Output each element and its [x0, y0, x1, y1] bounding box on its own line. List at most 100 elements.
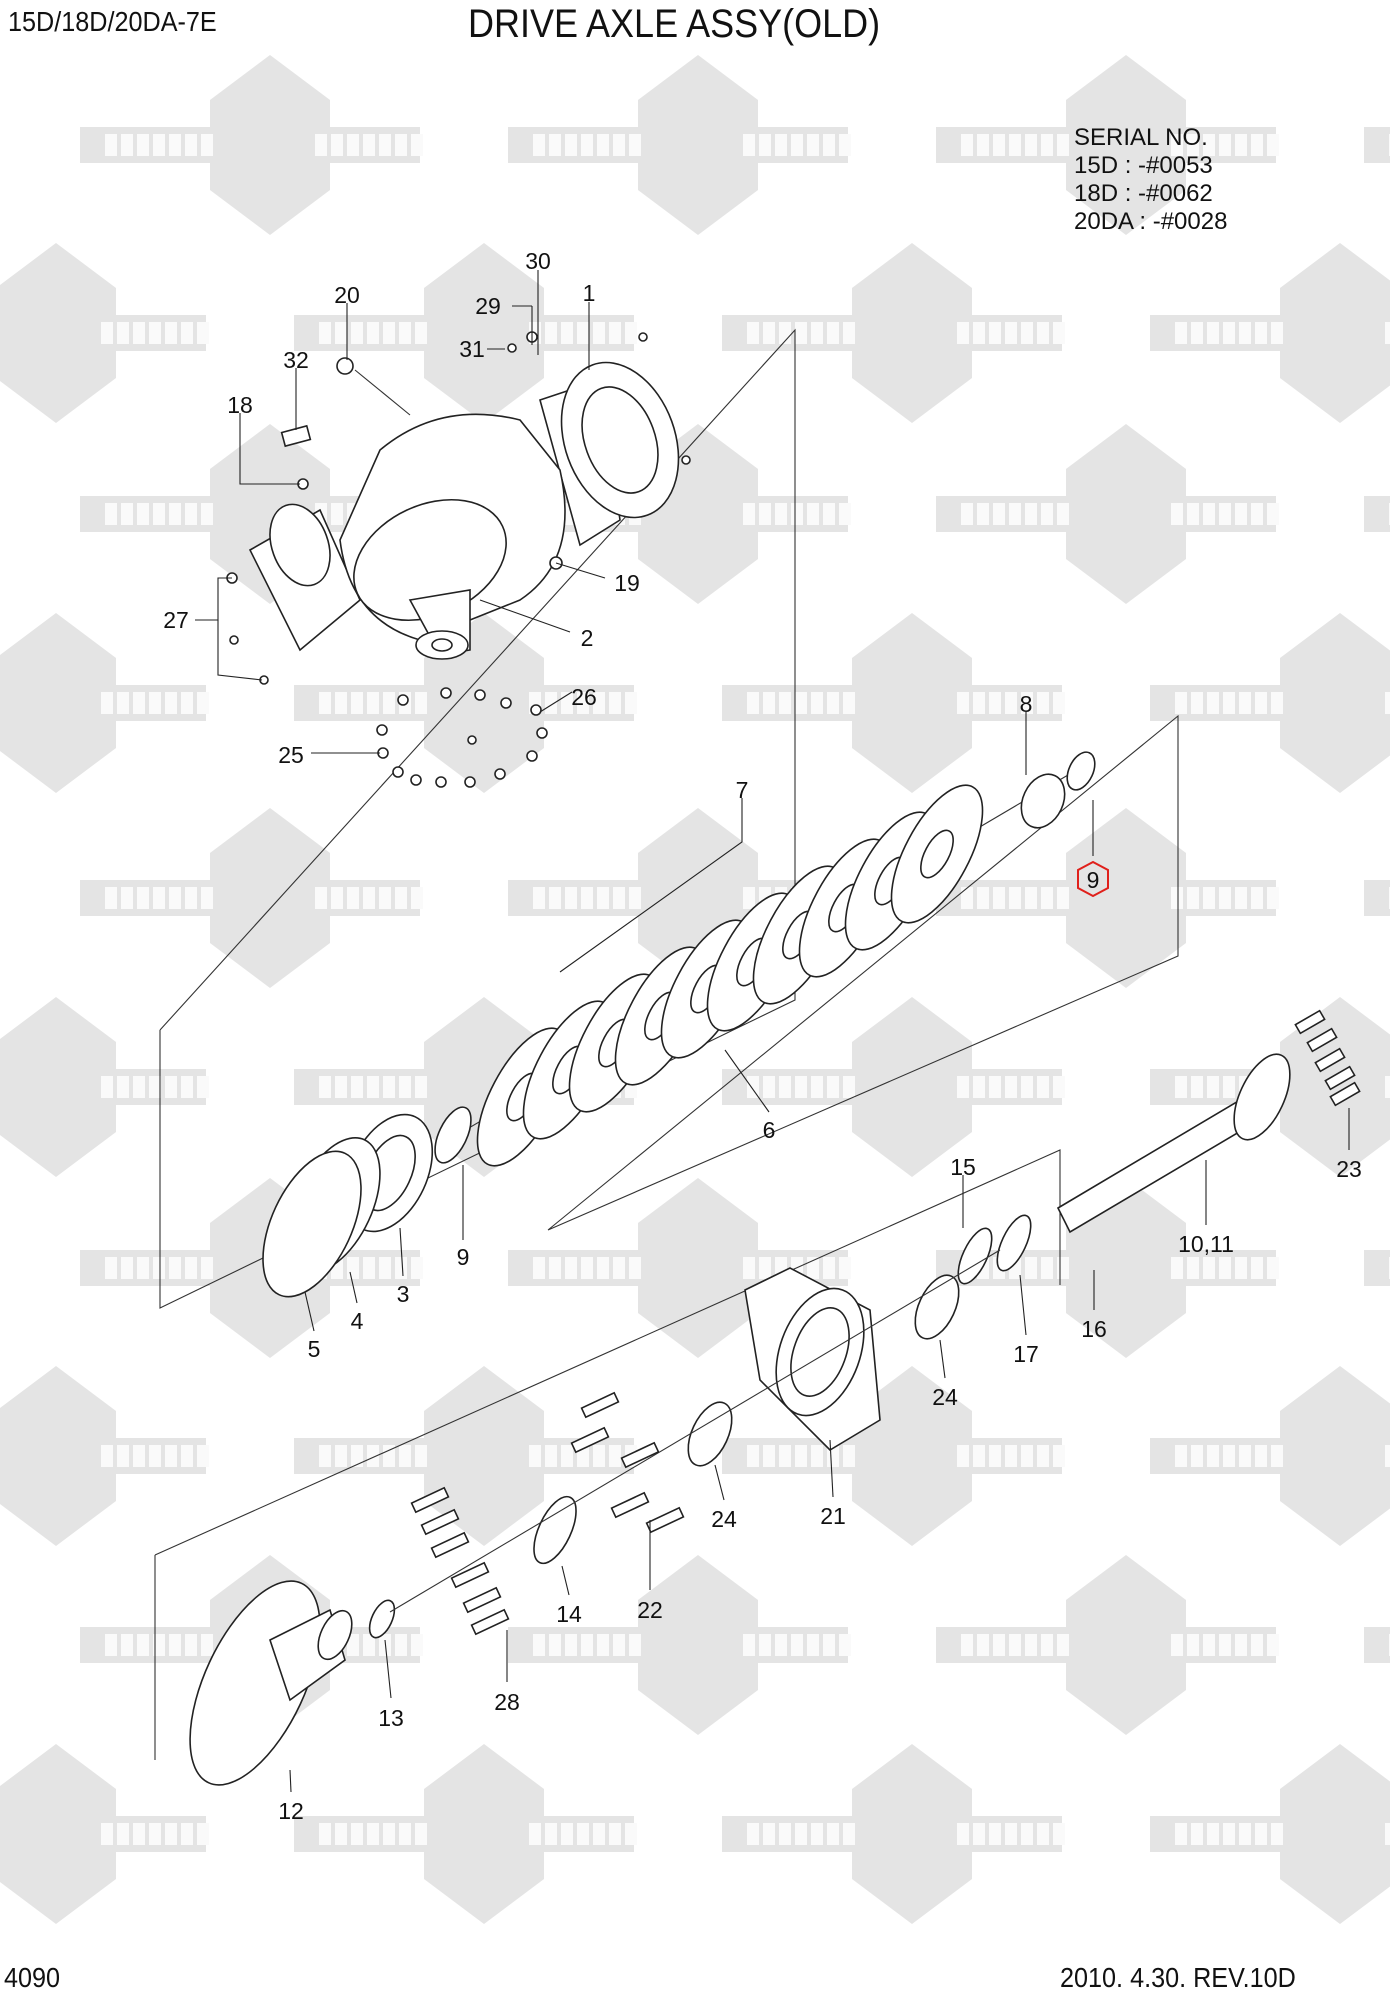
- watermark-glyph: [1219, 1257, 1231, 1279]
- callout-8[interactable]: 8: [1020, 691, 1033, 717]
- watermark-glyph: [759, 134, 771, 156]
- watermark-glyph: [1191, 1445, 1203, 1467]
- callout-5[interactable]: 5: [308, 1336, 321, 1362]
- callout-20[interactable]: 20: [334, 282, 360, 308]
- watermark-glyph: [545, 1445, 557, 1467]
- watermark-glyph: [1255, 322, 1267, 344]
- watermark-glyph: [625, 1823, 637, 1845]
- watermark-glyph: [121, 1257, 133, 1279]
- watermark-glyph: [823, 1257, 835, 1279]
- watermark-glyph: [1255, 1823, 1267, 1845]
- watermark-glyph: [807, 134, 819, 156]
- watermark-glyph: [629, 134, 641, 156]
- callout-12[interactable]: 12: [278, 1798, 304, 1824]
- callout-29[interactable]: 29: [475, 293, 501, 319]
- callout-16[interactable]: 16: [1081, 1316, 1107, 1342]
- callout-4[interactable]: 4: [351, 1308, 364, 1334]
- watermark-glyph: [383, 1823, 395, 1845]
- callout-26[interactable]: 26: [571, 684, 597, 710]
- watermark-glyph: [839, 503, 851, 525]
- watermark-glyph: [811, 1076, 823, 1098]
- callout-24b[interactable]: 24: [711, 1506, 737, 1532]
- bolt: [645, 1506, 685, 1534]
- watermark-glyph: [827, 1076, 839, 1098]
- watermark-glyph: [747, 1076, 759, 1098]
- watermark-glyph: [153, 1257, 165, 1279]
- callout-24[interactable]: 24: [932, 1384, 958, 1410]
- watermark-glyph: [165, 1445, 177, 1467]
- watermark-glyph: [629, 1257, 641, 1279]
- watermark-glyph: [977, 134, 989, 156]
- watermark-glyph: [823, 503, 835, 525]
- watermark-glyph: [961, 134, 973, 156]
- callout-1[interactable]: 1: [583, 280, 596, 306]
- callout-9[interactable]: 9: [457, 1244, 470, 1270]
- watermark-glyph: [577, 1823, 589, 1845]
- callout-7[interactable]: 7: [736, 777, 749, 803]
- callout-2[interactable]: 2: [581, 625, 594, 651]
- callout-14[interactable]: 14: [556, 1601, 582, 1627]
- watermark-glyph: [977, 887, 989, 909]
- watermark-glyph: [629, 887, 641, 909]
- watermark-glyph: [743, 1257, 755, 1279]
- watermark-glyph: [1271, 1823, 1283, 1845]
- callout-21[interactable]: 21: [820, 1503, 846, 1529]
- watermark-glyph: [843, 1445, 855, 1467]
- watermark-glyph: [105, 134, 117, 156]
- watermark-glyph: [1207, 1823, 1219, 1845]
- watermark-glyph: [843, 692, 855, 714]
- callout-9-highlighted[interactable]: 9: [1087, 867, 1100, 893]
- watermark-glyph: [1037, 322, 1049, 344]
- callout-31[interactable]: 31: [459, 336, 485, 362]
- callout-22[interactable]: 22: [637, 1597, 663, 1623]
- watermark-glyph: [319, 1823, 331, 1845]
- watermark-glyph: [137, 887, 149, 909]
- bolt: [620, 1441, 660, 1469]
- callout-27[interactable]: 27: [163, 607, 189, 633]
- watermark-glyph: [1175, 322, 1187, 344]
- watermark-glyph: [1219, 1634, 1231, 1656]
- watermark-glyph: [185, 1634, 197, 1656]
- watermark-glyph: [1057, 1257, 1069, 1279]
- callout-28[interactable]: 28: [494, 1689, 520, 1715]
- callout-15[interactable]: 15: [950, 1154, 976, 1180]
- watermark-glyph: [961, 503, 973, 525]
- callout-10-11[interactable]: 10,11: [1178, 1231, 1234, 1257]
- callout-17[interactable]: 17: [1013, 1341, 1039, 1367]
- watermark-glyph: [597, 887, 609, 909]
- watermark-glyph: [973, 692, 985, 714]
- watermark-glyph: [133, 322, 145, 344]
- callout-25[interactable]: 25: [278, 742, 304, 768]
- callout-6[interactable]: 6: [763, 1117, 776, 1143]
- callout-30[interactable]: 30: [525, 248, 551, 274]
- watermark-glyph: [597, 134, 609, 156]
- watermark-glyph: [121, 134, 133, 156]
- watermark-glyph: [181, 322, 193, 344]
- watermark-glyph: [1057, 134, 1069, 156]
- watermark-glyph: [351, 1823, 363, 1845]
- revision-date: 2010. 4.30. REV.10D: [1060, 1962, 1296, 1993]
- callout-19[interactable]: 19: [614, 570, 640, 596]
- watermark-glyph: [335, 692, 347, 714]
- watermark-glyph: [743, 134, 755, 156]
- watermark-glyph: [1041, 134, 1053, 156]
- watermark-glyph: [335, 1076, 347, 1098]
- callout-32[interactable]: 32: [283, 347, 309, 373]
- watermark-glyph: [367, 322, 379, 344]
- watermark-glyph: [1005, 692, 1017, 714]
- watermark-glyph: [775, 503, 787, 525]
- callout-3[interactable]: 3: [397, 1281, 410, 1307]
- watermark-glyph: [1021, 322, 1033, 344]
- watermark-glyph: [331, 503, 343, 525]
- callout-13[interactable]: 13: [378, 1705, 404, 1731]
- watermark-glyph: [625, 322, 637, 344]
- watermark-glyph: [383, 322, 395, 344]
- watermark-glyph: [565, 887, 577, 909]
- watermark-glyph: [149, 1823, 161, 1845]
- callout-23[interactable]: 23: [1336, 1156, 1362, 1182]
- watermark-glyph: [993, 887, 1005, 909]
- callout-18[interactable]: 18: [227, 392, 253, 418]
- watermark-glyph: [1219, 887, 1231, 909]
- watermark-logo: [1150, 1744, 1390, 1924]
- watermark-glyph: [1223, 1445, 1235, 1467]
